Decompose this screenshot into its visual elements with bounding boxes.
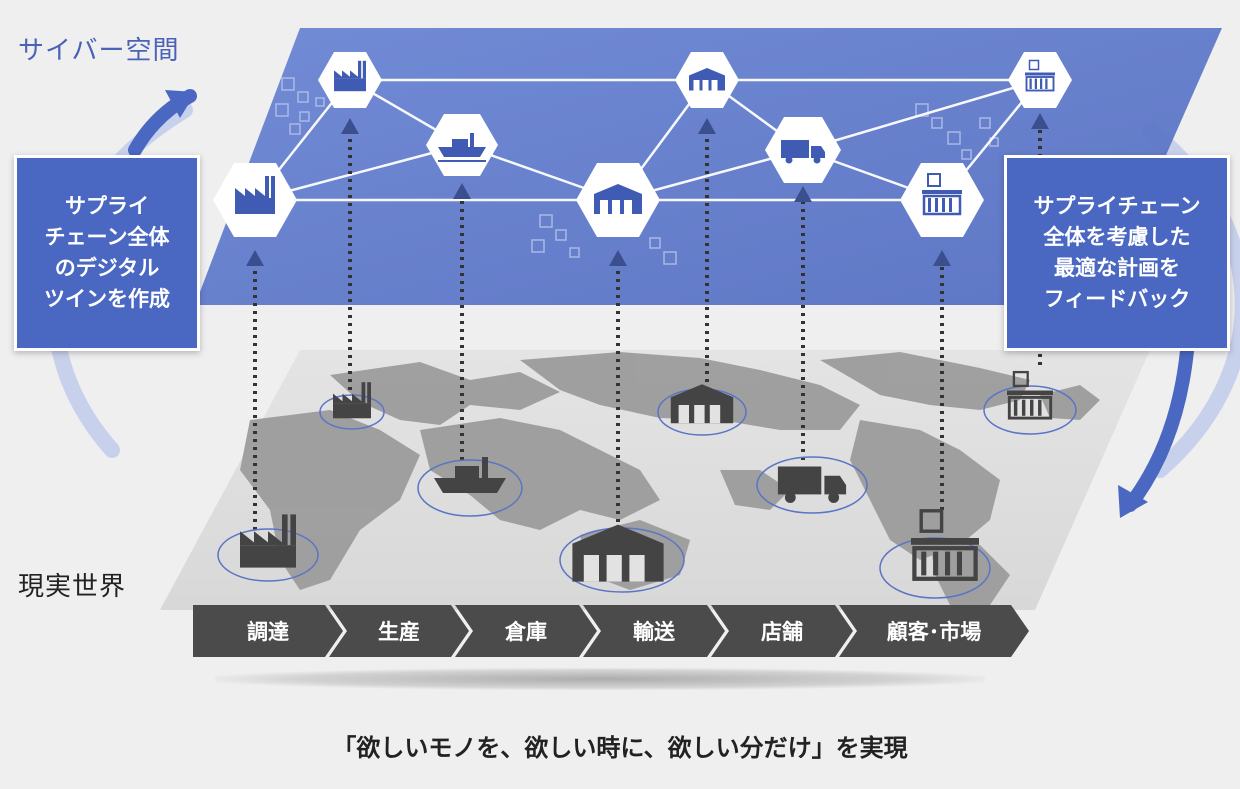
- warehouse-icon: [689, 68, 725, 91]
- step-procurement: 調達: [193, 605, 343, 657]
- factory-icon: [333, 382, 371, 419]
- cyber-space-label: サイバー空間: [18, 36, 180, 66]
- truck-icon: [781, 140, 825, 164]
- ship-icon: [434, 457, 506, 493]
- node-warehouse-1: [576, 163, 660, 237]
- feedback-callout: サプライチェーン 全体を考慮した 最適な計画を フィードバック: [1004, 155, 1230, 351]
- step-transport: 輸送: [583, 605, 725, 657]
- supply-chain-steps: 調達 生産 倉庫 輸送 店舗 顧客･市場: [193, 605, 1033, 657]
- factory-icon: [235, 176, 275, 214]
- step-warehouse: 倉庫: [455, 605, 597, 657]
- step-customer-market: 顧客･市場: [839, 605, 1029, 657]
- digital-twin-callout: サプライ チェーン全体 のデジタル ツインを作成: [14, 155, 200, 351]
- node-warehouse-2: [675, 52, 739, 108]
- steps-shadow: [215, 668, 985, 690]
- cyber-nodes: [213, 52, 1072, 237]
- step-store: 店舗: [711, 605, 853, 657]
- node-truck: [765, 117, 841, 183]
- store-icon: [911, 509, 979, 581]
- warehouse-icon: [572, 524, 664, 582]
- real-world-icons: [240, 370, 1053, 582]
- goal-statement: 「欲しいモノを、欲しい時に、欲しい分だけ」を実現: [332, 734, 908, 762]
- ship-icon: [438, 133, 486, 162]
- warehouse-icon: [594, 184, 642, 214]
- sync-arrowheads: [246, 113, 1049, 266]
- step-production: 生産: [329, 605, 469, 657]
- factory-icon: [334, 60, 366, 92]
- node-store-1: [900, 163, 984, 237]
- node-factory-2: [318, 52, 382, 108]
- store-icon: [922, 173, 962, 216]
- node-ship: [426, 114, 498, 176]
- node-store-2: [1008, 52, 1072, 108]
- truck-icon: [777, 466, 847, 503]
- cyber-space-plane: [195, 28, 1222, 305]
- real-world-label: 現実世界: [18, 572, 127, 602]
- real-world-markers: [217, 385, 1077, 599]
- warehouse-icon: [670, 384, 734, 424]
- node-factory-1: [213, 163, 297, 237]
- factory-icon: [240, 514, 296, 568]
- store-icon: [1025, 59, 1055, 92]
- store-icon: [1007, 370, 1053, 420]
